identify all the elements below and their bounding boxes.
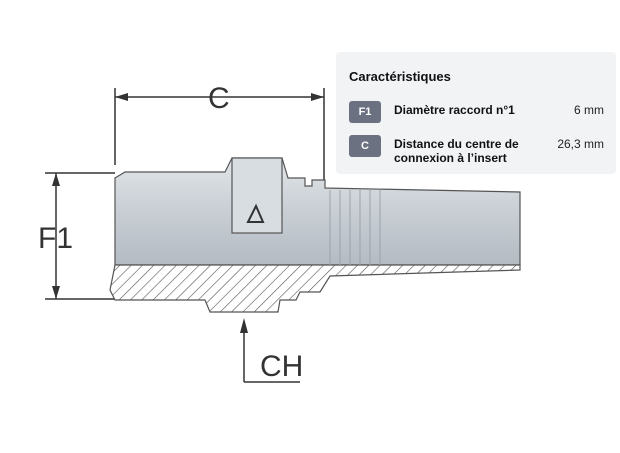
characteristic-label: Distance du centre de connexion à l’inse…: [394, 137, 519, 165]
badge-f1: F1: [349, 101, 381, 123]
dimension-f1: [45, 172, 115, 300]
dim-label-c: C: [208, 82, 230, 115]
dim-label-f1: F1: [38, 222, 73, 255]
characteristics-panel: Caractéristiques F1 Diamètre raccord n°1…: [336, 52, 616, 174]
fitting-body: [109, 157, 521, 313]
dim-label-ch: CH: [260, 350, 303, 383]
dimension-ch: [240, 318, 300, 383]
characteristic-label: Diamètre raccord n°1: [394, 103, 515, 117]
dimension-c: [114, 88, 325, 180]
badge-c: C: [349, 135, 381, 157]
panel-title: Caractéristiques: [349, 69, 451, 84]
characteristic-value: 6 mm: [574, 103, 604, 117]
characteristic-value: 26,3 mm: [557, 137, 604, 151]
